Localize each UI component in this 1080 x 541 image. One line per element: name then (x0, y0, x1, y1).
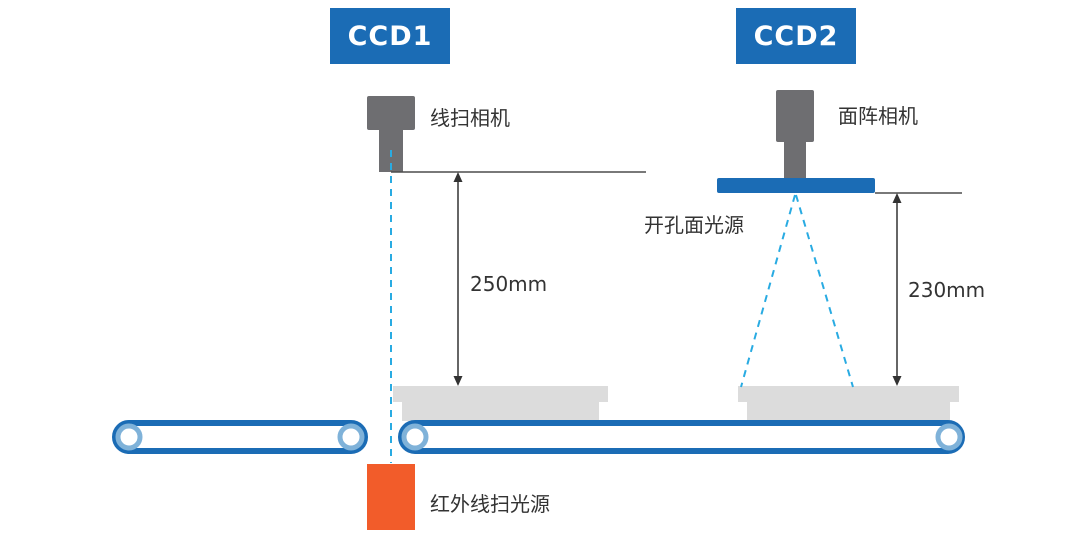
ccd2-title-box: CCD2 (736, 8, 856, 64)
aperture-panel-light-label: 开孔面光源 (644, 213, 744, 237)
aperture-panel-light (717, 178, 875, 193)
ccd2-light-cone-right (795, 194, 854, 388)
ccd1-title: CCD1 (347, 20, 433, 52)
area-camera-label: 面阵相机 (838, 104, 918, 128)
conveyor-left (112, 420, 368, 454)
distance-230mm-label: 230mm (908, 278, 986, 302)
line-scan-camera-label: 线扫相机 (430, 106, 510, 130)
product-right-body (747, 400, 950, 421)
roller-left-belt-right (337, 423, 365, 451)
product-left (393, 386, 608, 421)
product-left-body (402, 400, 599, 421)
ccd1-title-box: CCD1 (330, 8, 450, 64)
product-left-top-slab (393, 386, 608, 402)
infrared-line-light-source (367, 464, 415, 530)
dimension-230-arrowhead-top (892, 193, 902, 203)
dimension-arrow-230mm (892, 193, 902, 386)
area-camera-lens (784, 142, 806, 180)
conveyor-right (398, 420, 965, 454)
distance-250mm-label: 250mm (470, 272, 548, 296)
product-right-top-slab (738, 386, 959, 402)
dimension-250-arrowhead-bottom (453, 376, 463, 386)
infrared-light-source-label: 红外线扫光源 (430, 492, 550, 516)
ccd2-light-cone-left (740, 194, 796, 388)
line-scan-camera-body (367, 96, 415, 130)
dimension-230-arrowhead-bottom (892, 376, 902, 386)
line-scan-camera (367, 96, 415, 172)
area-array-camera (776, 90, 814, 180)
area-camera-body (776, 90, 814, 142)
dimension-arrow-250mm (453, 172, 463, 386)
roller-right-belt-left (401, 423, 429, 451)
roller-left-belt-left (115, 423, 143, 451)
roller-right-belt-right (935, 423, 963, 451)
product-right (738, 386, 959, 421)
dimension-250-arrowhead-top (453, 172, 463, 182)
ccd2-title: CCD2 (753, 20, 839, 52)
